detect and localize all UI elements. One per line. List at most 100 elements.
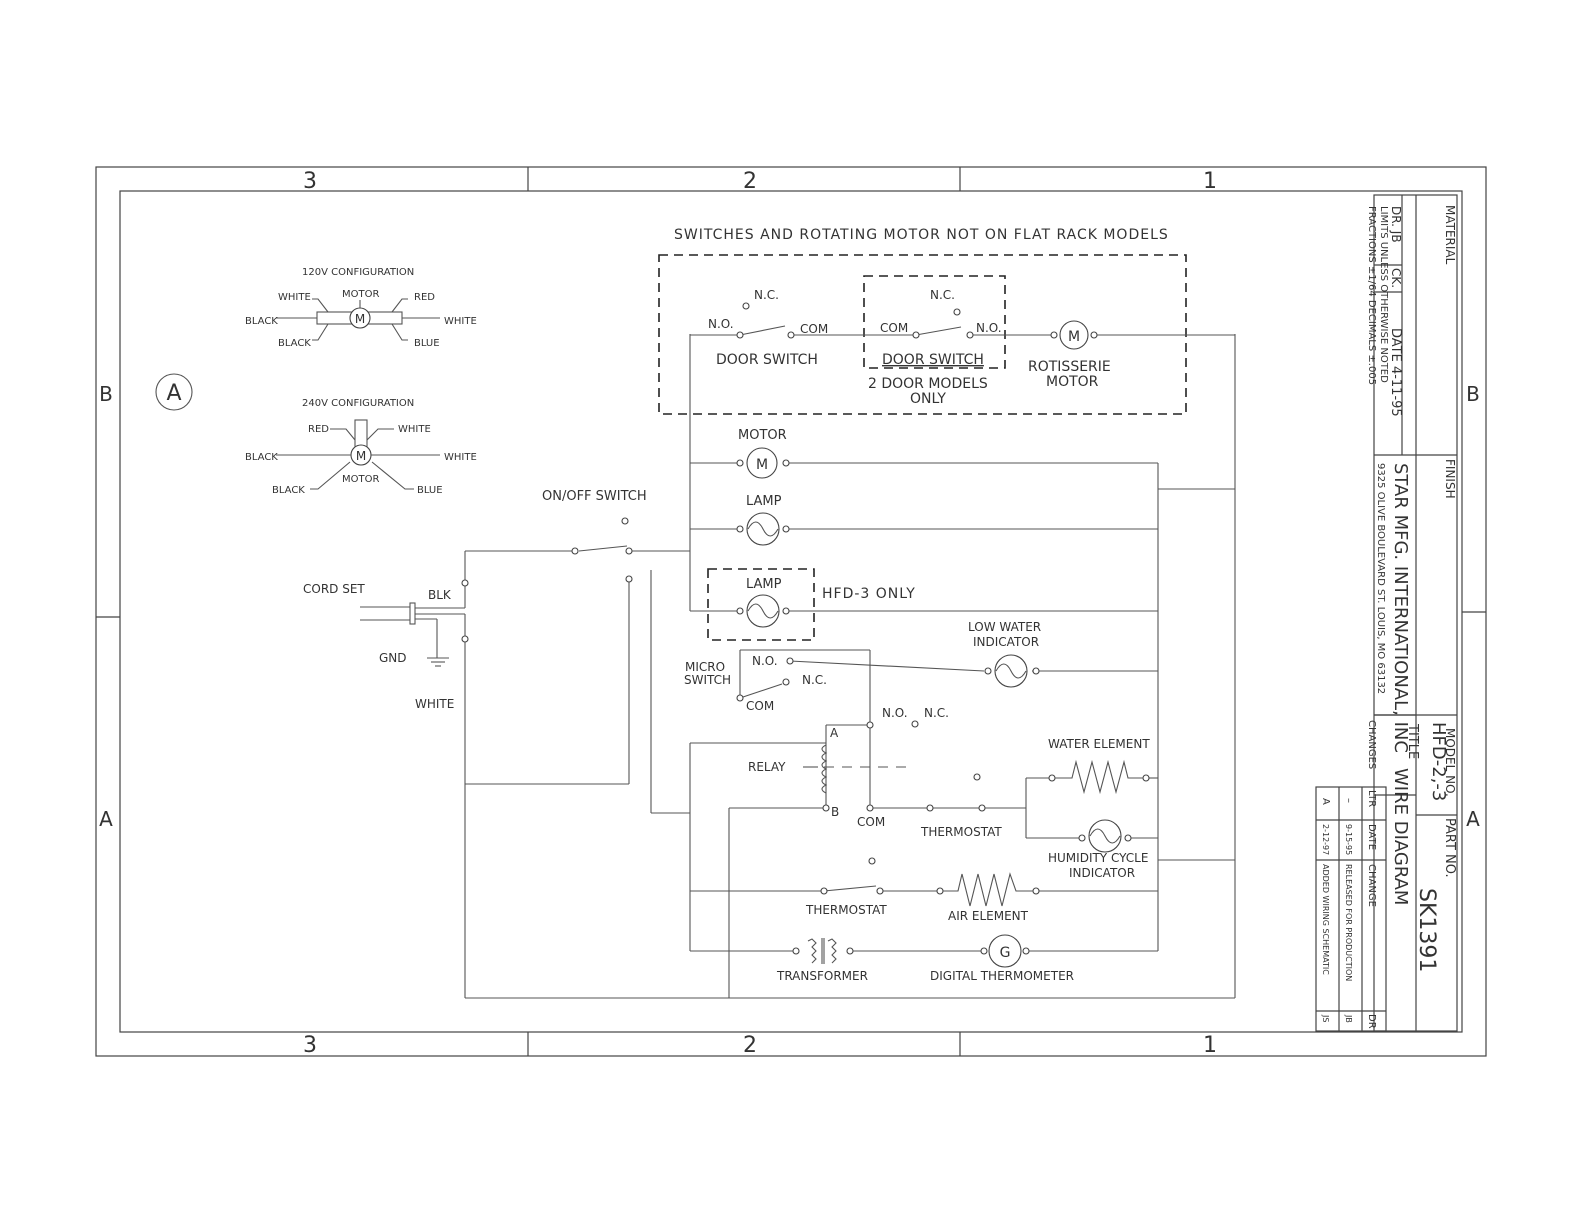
rotisserie-motor-letter: M <box>1068 329 1080 345</box>
tb-tolerances: FRACTIONS ±1/64 DECIMALS ±.005 <box>1366 206 1377 385</box>
row-right-a: A <box>1466 807 1480 831</box>
micro-switch-label-line1: MICRO <box>685 660 725 674</box>
tb-material: MATERIAL <box>1443 205 1457 265</box>
door-switch-label: DOOR SWITCH <box>716 352 818 368</box>
zone-bottom-2: 2 <box>743 1033 757 1058</box>
tb-date: DATE 4-11-95 <box>1388 328 1403 417</box>
sheet-reference-letter: A <box>166 381 181 406</box>
micro-switch-nc: N.C. <box>802 673 827 687</box>
tb-ck: CK. <box>1389 268 1403 288</box>
micro-switch-label-line2: SWITCH <box>684 673 731 687</box>
air-thermostat-label: THERMOSTAT <box>805 903 887 917</box>
door-switch-2-nc: N.C. <box>930 288 955 302</box>
micro-switch-no: N.O. <box>752 654 778 668</box>
humidity-label-line1: HUMIDITY CYCLE <box>1048 851 1148 865</box>
relay-contact-com: COM <box>857 815 885 829</box>
config-240v-black-bottom: BLACK <box>272 485 305 496</box>
change-row-ltr: – <box>1343 798 1354 803</box>
tb-limits: LIMITS UNLESS OTHERWISE NOTED <box>1378 206 1389 383</box>
row-left-a: A <box>99 807 113 831</box>
humidity-label-line2: INDICATOR <box>1069 866 1135 880</box>
air-element-symbol <box>936 872 1040 907</box>
config-240v-motor-symbol: M <box>356 449 366 463</box>
config-120v-black-left: BLACK <box>245 316 278 327</box>
title-block-text: MATERIAL FINISH DR. JB CK. DATE 4-11-95 … <box>1320 205 1457 1029</box>
zone-bottom-3: 3 <box>303 1033 317 1058</box>
micro-switch-terminals <box>736 657 794 702</box>
config-240v-black-left: BLACK <box>245 452 278 463</box>
two-door-only-note: ONLY <box>910 391 946 407</box>
change-row-text: RELEASED FOR PRODUCTION <box>1344 864 1353 981</box>
door-switch-2-com: COM <box>880 321 908 335</box>
door-switch-no: N.O. <box>708 317 734 331</box>
hfd3-dashed-region <box>707 568 815 641</box>
on-off-switch-label: ON/OFF SWITCH <box>542 489 647 504</box>
air-thermostat-terminals <box>820 857 884 895</box>
tb-part-label: PART NO. <box>1442 818 1457 878</box>
relay-label: RELAY <box>748 760 786 774</box>
low-water-indicator-symbol <box>984 654 1040 688</box>
door-switch-2-label: DOOR SWITCH <box>882 352 984 368</box>
zone-top-2: 2 <box>743 169 757 194</box>
config-240v: 240V CONFIGURATION M RED WHITE BLACK WHI… <box>245 398 477 496</box>
zone-bottom-1: 1 <box>1203 1033 1217 1058</box>
config-120v-white-right: WHITE <box>444 316 477 327</box>
config-120v-blue: BLUE <box>414 338 440 349</box>
tb-finish: FINISH <box>1443 459 1457 499</box>
row-right-b: B <box>1466 382 1480 406</box>
title-block <box>1315 194 1458 1032</box>
rotisserie-label-line1: ROTISSERIE <box>1028 359 1111 375</box>
two-door-models-note: 2 DOOR MODELS <box>868 376 988 392</box>
config-120v-title: 120V CONFIGURATION <box>302 267 414 278</box>
change-row-dr: JS <box>1321 1014 1330 1022</box>
change-row-ltr: A <box>1320 798 1331 805</box>
door-switch-nc: N.C. <box>754 288 779 302</box>
door-switch-com: COM <box>800 322 828 336</box>
motor-label: MOTOR <box>738 428 787 443</box>
change-row-date: 2-12-97 <box>1321 824 1330 855</box>
config-120v-white-left: WHITE <box>278 292 311 303</box>
config-240v-title: 240V CONFIGURATION <box>302 398 414 409</box>
lamp-symbol <box>736 512 790 546</box>
tb-dr: DR. JB <box>1389 206 1403 243</box>
relay-coil-symbol <box>821 720 919 812</box>
tb-col-date: DATE <box>1366 824 1377 850</box>
config-120v-red: RED <box>414 292 435 303</box>
transformer-symbol <box>792 938 854 964</box>
water-element-label: WATER ELEMENT <box>1048 737 1150 751</box>
config-120v-black-bottom: BLACK <box>278 338 311 349</box>
relay-contact-no: N.O. <box>882 706 908 720</box>
water-thermostat-terminals <box>926 773 986 812</box>
transformer-label: TRANSFORMER <box>776 969 868 983</box>
config-240v-motor-label: MOTOR <box>342 474 379 485</box>
tb-title-label: TITLE <box>1405 723 1420 759</box>
relay-contact-nc: N.C. <box>924 706 949 720</box>
door-switch-terminals <box>736 302 974 339</box>
tb-changes-label: CHANGES <box>1366 720 1377 769</box>
config-120v: 120V CONFIGURATION M WHITE MOTOR RED BLA… <box>245 267 477 349</box>
water-thermostat-label: THERMOSTAT <box>920 825 1002 839</box>
hfd3-lamp-symbol <box>736 594 790 628</box>
lamp-label: LAMP <box>746 494 782 509</box>
cord-set-label: CORD SET <box>303 582 365 596</box>
tb-model-label: MODEL NO. <box>1443 728 1457 797</box>
hfd3-only-note: HFD-3 ONLY <box>822 586 916 602</box>
tb-title-value: WIRE DIAGRAM <box>1390 768 1411 905</box>
gnd-label: GND <box>379 651 407 665</box>
border-zone-labels: 3 2 1 3 2 1 B A B A <box>99 169 1480 1058</box>
micro-switch-com: COM <box>746 699 774 713</box>
zone-top-3: 3 <box>303 169 317 194</box>
config-240v-red: RED <box>308 424 329 435</box>
relay-terminal-b: B <box>831 805 839 819</box>
config-240v-white-right: WHITE <box>444 452 477 463</box>
tb-part-value: SK1391 <box>1414 888 1439 972</box>
blk-label: BLK <box>428 588 452 602</box>
config-120v-motor-symbol: M <box>355 312 365 326</box>
row-left-b: B <box>99 382 113 406</box>
drawing-border <box>95 166 1487 1057</box>
tb-col-dr: DR <box>1366 1014 1377 1029</box>
change-row-dr: JB <box>1344 1014 1353 1023</box>
hfd3-lamp-label: LAMP <box>746 577 782 592</box>
digital-thermometer-label: DIGITAL THERMOMETER <box>930 969 1074 983</box>
tb-col-ltr: LTR <box>1366 790 1377 807</box>
